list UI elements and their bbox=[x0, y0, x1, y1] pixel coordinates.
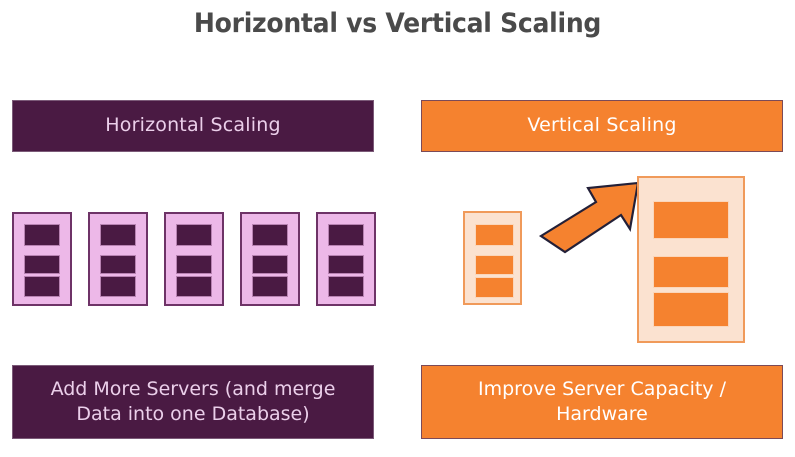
horizontal-server-4 bbox=[240, 212, 300, 306]
server-bar bbox=[176, 276, 212, 297]
horizontal-scaling-header: Horizontal Scaling bbox=[12, 100, 374, 152]
server-bar bbox=[176, 224, 212, 246]
upward-right-arrow-icon bbox=[538, 181, 640, 254]
server-bar bbox=[24, 224, 60, 246]
horizontal-scaling-caption: Add More Servers (and merge Data into on… bbox=[12, 365, 374, 439]
server-bar bbox=[328, 255, 364, 274]
server-bar bbox=[475, 277, 514, 298]
page-title: Horizontal vs Vertical Scaling bbox=[193, 8, 602, 39]
server-bar bbox=[252, 255, 288, 274]
server-bar bbox=[100, 255, 136, 274]
server-bar bbox=[252, 276, 288, 297]
horizontal-server-1 bbox=[12, 212, 72, 306]
server-bar bbox=[100, 276, 136, 297]
server-bar bbox=[24, 276, 60, 297]
horizontal-server-2 bbox=[88, 212, 148, 306]
vertical-large-server bbox=[637, 176, 745, 343]
server-bar bbox=[100, 224, 136, 246]
server-bar bbox=[252, 224, 288, 246]
server-bar bbox=[328, 224, 364, 246]
server-bar bbox=[653, 256, 729, 288]
vertical-scaling-header: Vertical Scaling bbox=[421, 100, 783, 152]
server-bar bbox=[176, 255, 212, 274]
vertical-scaling-caption: Improve Server Capacity / Hardware bbox=[421, 365, 783, 439]
server-bar bbox=[475, 255, 514, 275]
server-bar bbox=[328, 276, 364, 297]
server-bar bbox=[653, 201, 729, 239]
vertical-small-server bbox=[463, 211, 522, 305]
horizontal-server-5 bbox=[316, 212, 376, 306]
server-bar bbox=[24, 255, 60, 274]
horizontal-server-3 bbox=[164, 212, 224, 306]
server-bar bbox=[475, 224, 514, 246]
server-bar bbox=[653, 292, 729, 327]
growth-arrow bbox=[537, 172, 647, 267]
